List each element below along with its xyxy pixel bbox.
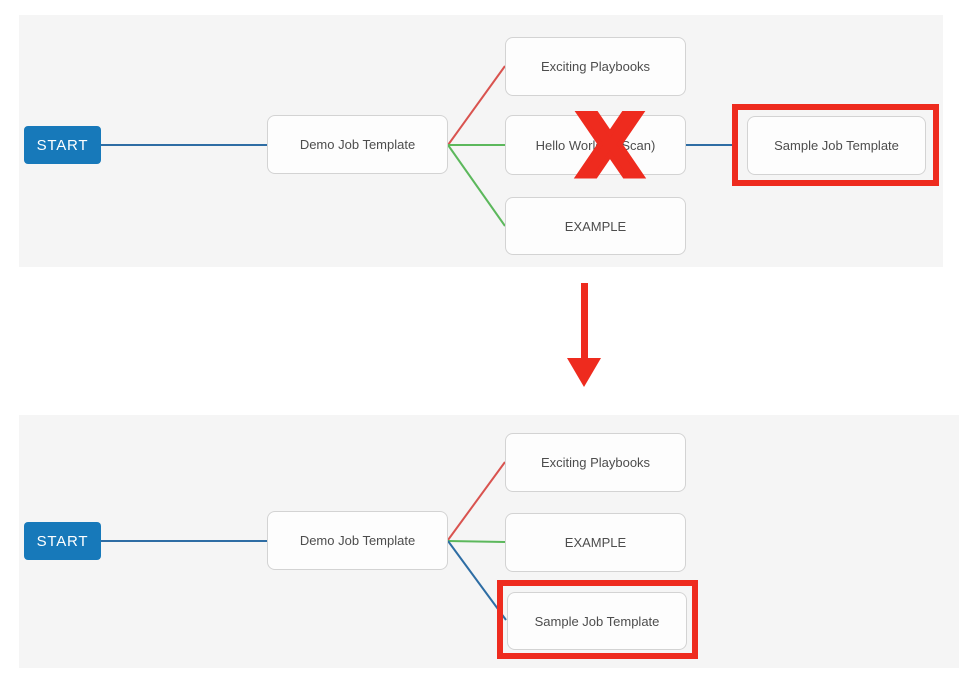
workflow-links-before — [101, 65, 736, 227]
link-demo-to-sample — [447, 540, 507, 621]
node-demo-job-template[interactable]: Demo Job Template — [267, 511, 448, 570]
link-demo-to-example — [447, 144, 506, 227]
node-demo-job-template[interactable]: Demo Job Template — [267, 115, 448, 174]
link-demo-to-example — [447, 540, 506, 543]
node-sample-job-template[interactable]: Sample Job Template — [747, 116, 926, 175]
link-demo-to-exciting — [447, 461, 506, 541]
transition-arrow — [560, 283, 610, 388]
node-sample-job-template[interactable]: Sample Job Template — [507, 592, 687, 650]
node-exciting-playbooks[interactable]: Exciting Playbooks — [505, 433, 686, 492]
link-demo-to-exciting — [447, 65, 506, 146]
workflow-panel-before: START Demo Job Template Exciting Playboo… — [19, 15, 943, 267]
transition-arrow-head — [567, 358, 601, 387]
node-hello-world-2-scan[interactable]: Hello World 2 (Scan) — [505, 115, 686, 175]
start-button[interactable]: START — [24, 522, 101, 560]
workflow-panel-after: START Demo Job Template Exciting Playboo… — [19, 415, 959, 668]
start-button[interactable]: START — [24, 126, 101, 164]
workflow-links-after — [101, 461, 507, 621]
node-example[interactable]: EXAMPLE — [505, 197, 686, 255]
node-exciting-playbooks[interactable]: Exciting Playbooks — [505, 37, 686, 96]
node-example[interactable]: EXAMPLE — [505, 513, 686, 572]
transition-arrow-stem — [581, 283, 588, 359]
